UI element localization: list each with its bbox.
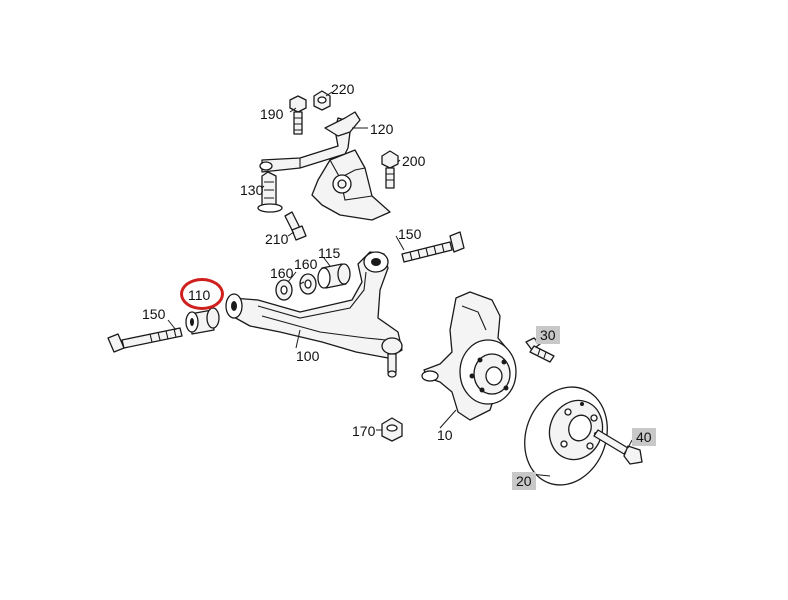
washers-160-115 bbox=[275, 263, 351, 301]
nut-220 bbox=[313, 90, 331, 111]
nut-170 bbox=[381, 417, 403, 442]
bolt-210 bbox=[284, 211, 307, 241]
part-label-160-lower: 160 bbox=[270, 265, 294, 281]
bolt-190 bbox=[289, 95, 307, 135]
bushing-110 bbox=[185, 307, 220, 335]
bolt-150-lower bbox=[107, 327, 183, 353]
part-label-160-upper: 160 bbox=[294, 256, 318, 272]
bracket-120 bbox=[261, 111, 391, 221]
part-label-220: 220 bbox=[331, 81, 355, 97]
part-label-40: 40 bbox=[632, 428, 656, 446]
bolt-150-upper bbox=[401, 231, 465, 263]
part-label-210: 210 bbox=[265, 231, 289, 247]
part-label-170: 170 bbox=[352, 423, 376, 439]
part-label-120: 120 bbox=[370, 121, 394, 137]
control-arm-100 bbox=[225, 251, 403, 378]
part-label-200: 200 bbox=[402, 153, 426, 169]
part-label-100: 100 bbox=[296, 348, 320, 364]
part-label-10: 10 bbox=[437, 427, 453, 443]
part-label-130: 130 bbox=[240, 182, 264, 198]
bolt-200 bbox=[381, 150, 399, 189]
screw-40 bbox=[593, 429, 643, 465]
brake-disc-20 bbox=[524, 386, 608, 486]
part-label-150-upper: 150 bbox=[398, 226, 422, 242]
stud-130 bbox=[257, 161, 283, 213]
part-label-150-lower: 150 bbox=[142, 306, 166, 322]
steering-knuckle-10 bbox=[421, 291, 517, 421]
part-label-190: 190 bbox=[260, 106, 284, 122]
bolt-30 bbox=[525, 337, 555, 363]
highlight-ring-110 bbox=[180, 278, 224, 310]
part-label-115: 115 bbox=[318, 245, 341, 261]
part-label-30: 30 bbox=[536, 326, 560, 344]
part-label-20: 20 bbox=[512, 472, 536, 490]
